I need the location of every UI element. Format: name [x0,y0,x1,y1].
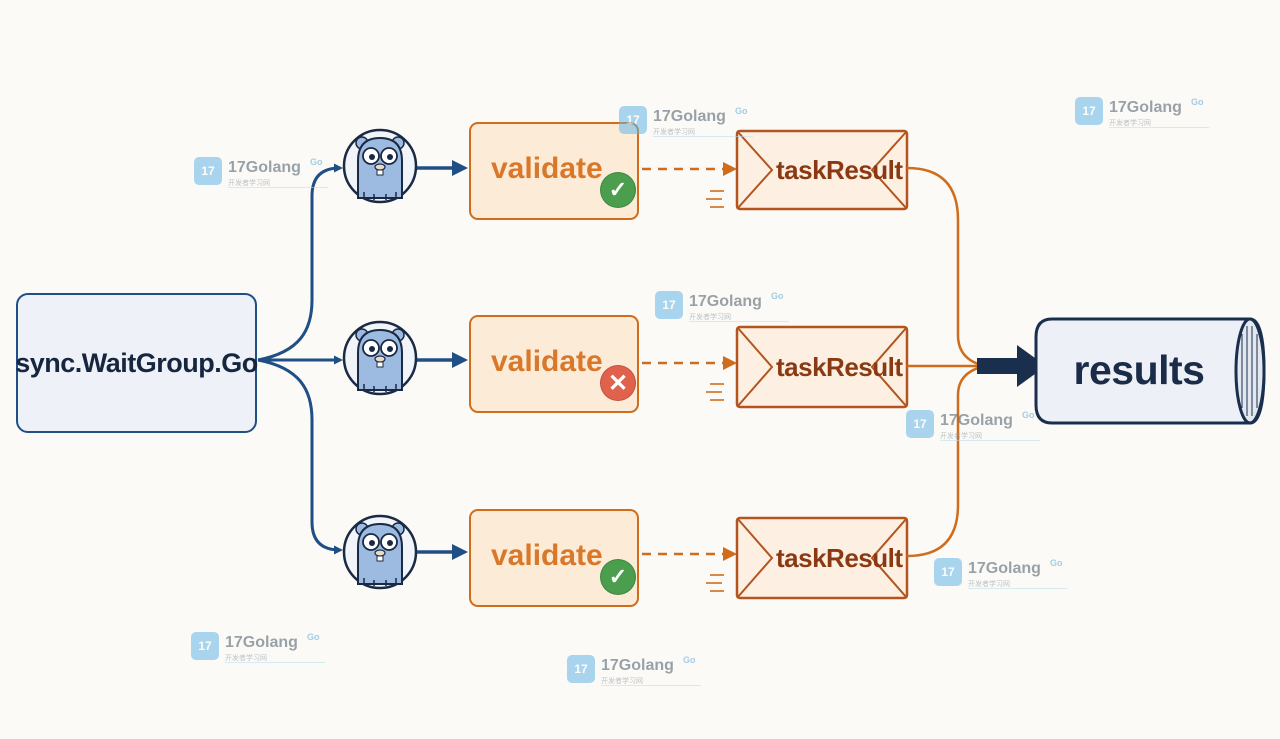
17golang-logo-icon: 17 [655,291,683,319]
watermark-subtitle: 开发者学习网 [940,433,982,440]
gopher-worker-3 [342,514,418,590]
17golang-logo-icon: 17 [567,655,595,683]
17golang-logo-icon: 17 [619,106,647,134]
results-arrow [977,345,1046,387]
watermark-subtitle: 开发者学习网 [968,581,1010,588]
watermark: 17 17Golang Go 开发者学习网 [194,157,334,201]
task-result-envelope-1 [735,129,909,211]
watermark-name: 17Golang [601,657,674,674]
results-label: results [1073,347,1205,393]
results-cylinder [1034,317,1266,425]
watermark-name: 17Golang [228,159,301,176]
watermark-subtitle: 开发者学习网 [228,180,270,187]
watermark: 17 17Golang Go 开发者学习网 [934,558,1074,602]
watermark: 17 17Golang Go 开发者学习网 [655,291,795,335]
watermark-name: 17Golang [653,108,726,125]
validate-node-2: validate ✕ [469,315,639,413]
watermark: 17 17Golang Go 开发者学习网 [191,632,331,676]
17golang-logo-icon: 17 [934,558,962,586]
watermark-badge: Go [307,632,320,642]
validate-node-1: validate ✓ [469,122,639,220]
watermark-badge: Go [1022,410,1035,420]
17golang-logo-icon: 17 [194,157,222,185]
watermark-badge: Go [735,106,748,116]
watermark-name: 17Golang [940,412,1013,429]
17golang-logo-icon: 17 [1075,97,1103,125]
validate-label: validate [491,539,603,572]
gopher-worker-1 [342,128,418,204]
fanin-connector-3 [906,364,986,558]
task-result-envelope-3 [735,516,909,600]
watermark-badge: Go [310,157,323,167]
17golang-logo-icon: 17 [191,632,219,660]
check-circle-icon: ✓ [600,172,636,208]
watermark-name: 17Golang [1109,99,1182,116]
17golang-logo-icon: 17 [906,410,934,438]
watermark-badge: Go [683,655,696,665]
watermark-subtitle: 开发者学习网 [1109,120,1151,127]
watermark-subtitle: 开发者学习网 [653,129,695,136]
fanout-connector-3 [257,358,343,555]
watermark-badge: Go [771,291,784,301]
watermark-name: 17Golang [968,560,1041,577]
fanin-connector-1 [906,166,986,368]
task-result-label-1: taskResult [776,155,903,185]
fanout-connector-1 [257,163,343,362]
x-circle-icon: ✕ [600,365,636,401]
validate-node-3: validate ✓ [469,509,639,607]
speed-lines-2 [705,383,725,401]
watermark-badge: Go [1191,97,1204,107]
waitgroup-go-label: sync.WaitGroup.Go [15,347,258,378]
watermark: 17 17Golang Go 开发者学习网 [906,410,1046,454]
watermark-subtitle: 开发者学习网 [689,314,731,321]
watermark-subtitle: 开发者学习网 [601,678,643,685]
validate-label: validate [491,152,603,185]
watermark: 17 17Golang Go 开发者学习网 [567,655,707,699]
watermark-name: 17Golang [689,293,762,310]
watermark-subtitle: 开发者学习网 [225,655,267,662]
watermark: 17 17Golang Go 开发者学习网 [619,106,759,150]
task-result-label-3: taskResult [776,543,903,573]
validate-label: validate [491,345,603,378]
check-circle-icon: ✓ [600,559,636,595]
watermark: 17 17Golang Go 开发者学习网 [1075,97,1215,141]
watermark-badge: Go [1050,558,1063,568]
waitgroup-go-node: sync.WaitGroup.Go [15,293,258,433]
speed-lines-1 [705,190,725,208]
speed-lines-3 [705,574,725,592]
task-result-label-2: taskResult [776,352,903,382]
gopher-worker-2 [342,320,418,396]
watermark-name: 17Golang [225,634,298,651]
